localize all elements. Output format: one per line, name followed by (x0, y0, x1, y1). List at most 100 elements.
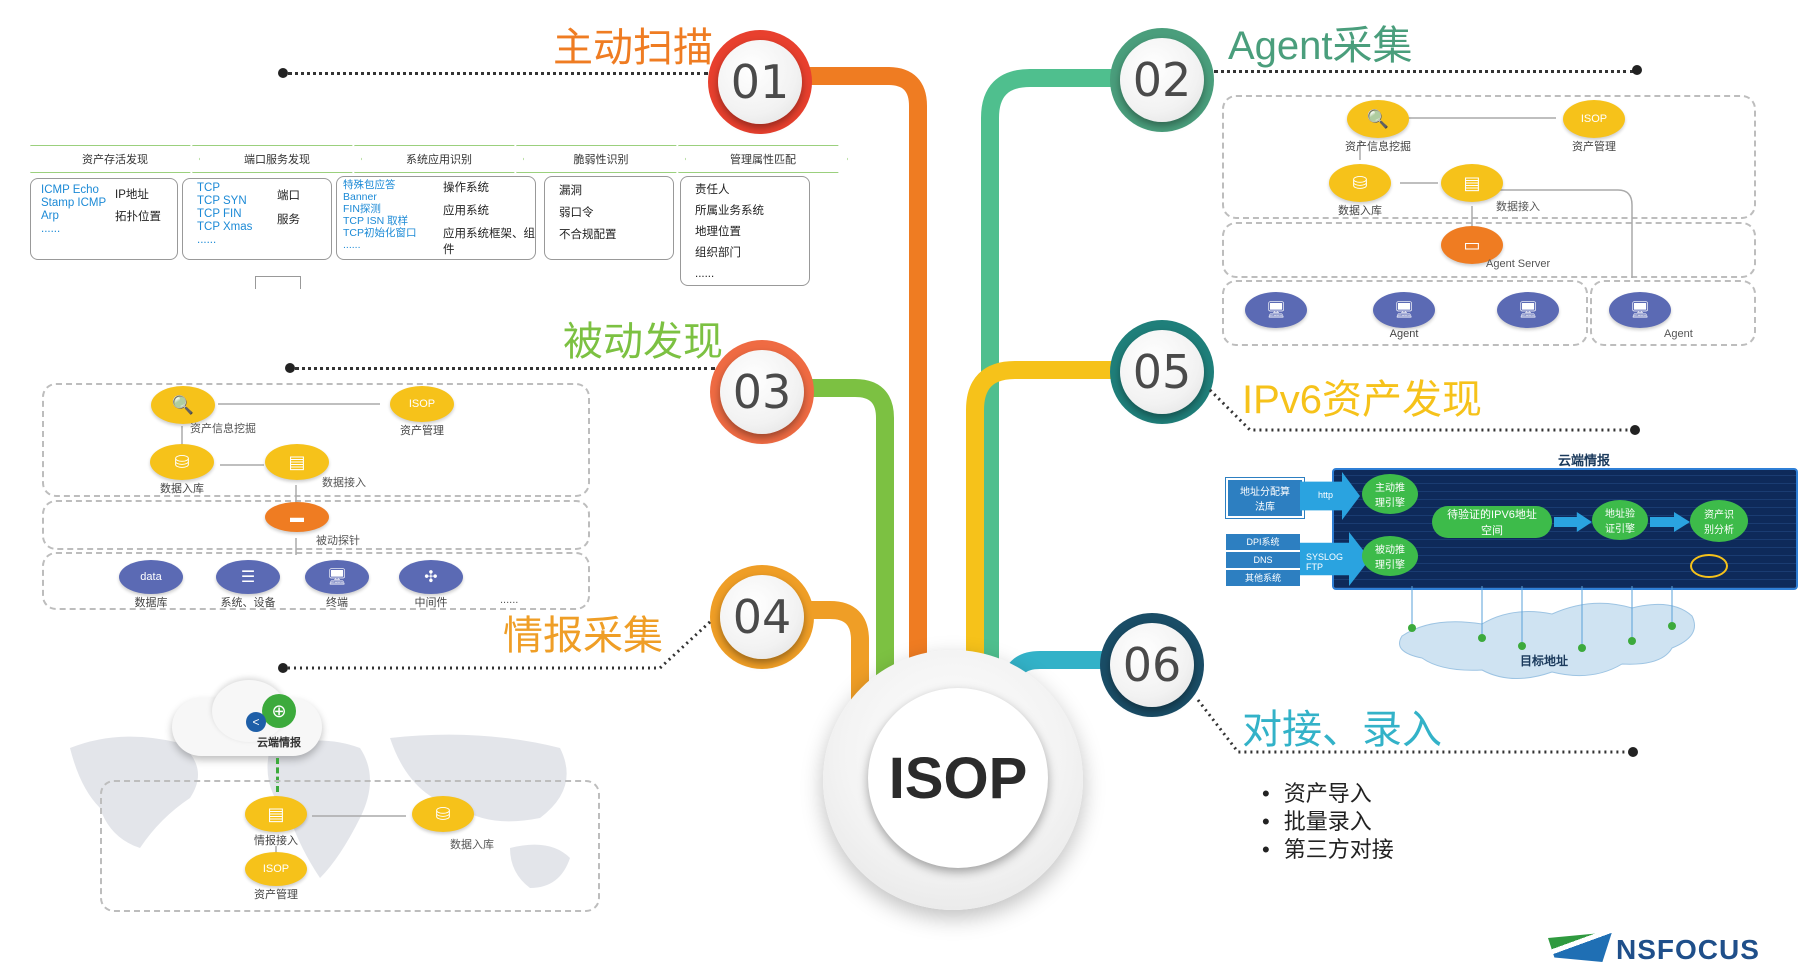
share-icon: < (246, 712, 266, 732)
ipv6-addr-algo: 地址分配算法库 (1225, 477, 1305, 519)
passive-device: ☰ 系统、设备 (208, 560, 288, 610)
agent-db-in: ⛁ 数据入库 (1320, 164, 1400, 218)
china-map (1399, 586, 1695, 680)
world-map-bg (70, 734, 570, 888)
dot-01 (278, 68, 288, 78)
ipv6-dpi: DPI系统 (1226, 534, 1300, 550)
passive-probe: ▬ (252, 502, 342, 532)
passive-data-in-label: 数据接入 (322, 477, 366, 489)
ipv6-target-label: 目标地址 (1520, 654, 1569, 668)
dotted-line-03 (295, 367, 715, 370)
badge-01: 01 (718, 40, 802, 124)
agent-box-bot-right (1590, 280, 1756, 346)
badge-05: 05 (1120, 330, 1204, 414)
passive-device: 🖥 终端 (302, 560, 372, 610)
title-passive: 被动发现 (563, 320, 723, 364)
passive-asset-mining: 🔍 (148, 386, 218, 424)
agent-device: 🖥 Agent (1372, 292, 1436, 340)
agent-box-bot-left (1222, 280, 1588, 346)
ipv6-other: 其他系统 (1226, 570, 1300, 586)
passive-more: ...... (500, 594, 519, 606)
scan-card-5: 责任人所属业务系统 地理位置组织部门 ...... (680, 176, 810, 286)
title-agent: Agent采集 (1228, 24, 1413, 68)
agent-server-label: Agent Server (1486, 258, 1551, 270)
agent-server: ▭ (1436, 226, 1508, 264)
ipv6-cloud-label: 云端情报 (1558, 453, 1611, 468)
intel-db-in: ⛁ (408, 796, 478, 832)
scan-steps: 资产存活发现 端口服务发现 系统应用识别 脆弱性识别 管理属性匹配 (30, 145, 840, 173)
agent-asset-mgmt: ISOP 资产管理 (1546, 100, 1642, 154)
dot-02 (1632, 65, 1642, 75)
dot-04 (278, 663, 288, 673)
import-item: 资产导入 (1262, 780, 1394, 808)
agent-data-in: ▤ (1440, 164, 1504, 202)
scan-step: 资产存活发现 (30, 145, 200, 173)
agent-device: 🖥 (1244, 292, 1308, 328)
passive-box-mid (42, 500, 590, 550)
agent-device: 🖥 (1608, 292, 1672, 328)
intel-db-in-label: 数据入库 (450, 839, 494, 851)
passive-db-in: ⛁ 数据入库 (142, 444, 222, 496)
intel-cloud-label: 云端情报 (257, 737, 301, 749)
agent-asset-mining: 🔍 资产信息挖掘 (1328, 100, 1428, 154)
passive-data-in: ▤ (262, 444, 332, 480)
import-item: 第三方对接 (1262, 836, 1394, 864)
badge-03: 03 (720, 350, 804, 434)
ipv6-http-label: http (1318, 490, 1334, 500)
agent-box-mid (1222, 222, 1756, 278)
passive-device: ✣ 中间件 (396, 560, 466, 610)
scan-card-4: 漏洞弱口令 不合规配置 (544, 176, 674, 260)
passive-box-bot (42, 552, 590, 610)
scan-bracket (255, 276, 301, 289)
ipv6-flow-arrow (1554, 512, 1592, 532)
isop-center: ISOP (868, 688, 1048, 868)
passive-asset-mgmt: ISOP 资产管理 (382, 386, 462, 438)
intel-box (100, 780, 600, 912)
ipv6-verify: 地址验证引擎 (1592, 500, 1648, 540)
import-item: 批量录入 (1262, 808, 1394, 836)
passive-box-top (42, 383, 590, 497)
scan-step: 端口服务发现 (192, 145, 362, 173)
ipv6-passive-engine: 被动推理引擎 (1362, 536, 1418, 576)
badge-04: 04 (720, 575, 804, 659)
ipv6-ring (1690, 554, 1728, 578)
intel-asset-mgmt: ISOP 资产管理 (236, 852, 316, 902)
dotted-line-01 (288, 72, 708, 75)
ipv6-flow-arrow-2 (1650, 512, 1690, 532)
globe-icon: ⊕ (262, 694, 296, 728)
passive-probe-label: 被动探针 (316, 535, 360, 547)
intel-in: ▤ 情报接入 (236, 796, 316, 848)
dotted-line-02 (1214, 70, 1634, 73)
title-ipv6: IPv6资产发现 (1242, 378, 1483, 422)
passive-asset-mining-label: 资产信息挖掘 (190, 423, 256, 435)
badge-02: 02 (1120, 38, 1204, 122)
intel-green-arrow (276, 758, 279, 792)
title-import: 对接、录入 (1242, 708, 1442, 752)
agent-box-top (1222, 95, 1756, 219)
ipv6-pending: 待验证的IPV6地址空间 (1432, 506, 1552, 538)
passive-device: data 数据库 (116, 560, 186, 610)
scan-step: 脆弱性识别 (516, 145, 686, 173)
import-list: 资产导入 批量录入 第三方对接 (1262, 780, 1394, 864)
ipv6-active-engine: 主动推理引擎 (1362, 474, 1418, 514)
scan-step: 系统应用识别 (354, 145, 524, 173)
brand-name: NSFOCUS (1616, 934, 1760, 965)
ipv6-analysis: 资产识别分析 (1690, 500, 1748, 542)
agent-device: 🖥 (1496, 292, 1560, 328)
agent-device-label: Agent (1664, 328, 1693, 340)
ipv6-syslog-label: SYSLOG FTP (1306, 552, 1344, 572)
title-active-scan: 主动扫描 (553, 26, 713, 70)
isop-center-label: ISOP (888, 745, 1028, 811)
badge-06: 06 (1110, 623, 1194, 707)
title-intel: 情报采集 (503, 614, 663, 658)
dot-05 (1630, 425, 1640, 435)
dot-03 (285, 363, 295, 373)
ipv6-dns: DNS (1226, 552, 1300, 568)
dot-06 (1628, 747, 1638, 757)
